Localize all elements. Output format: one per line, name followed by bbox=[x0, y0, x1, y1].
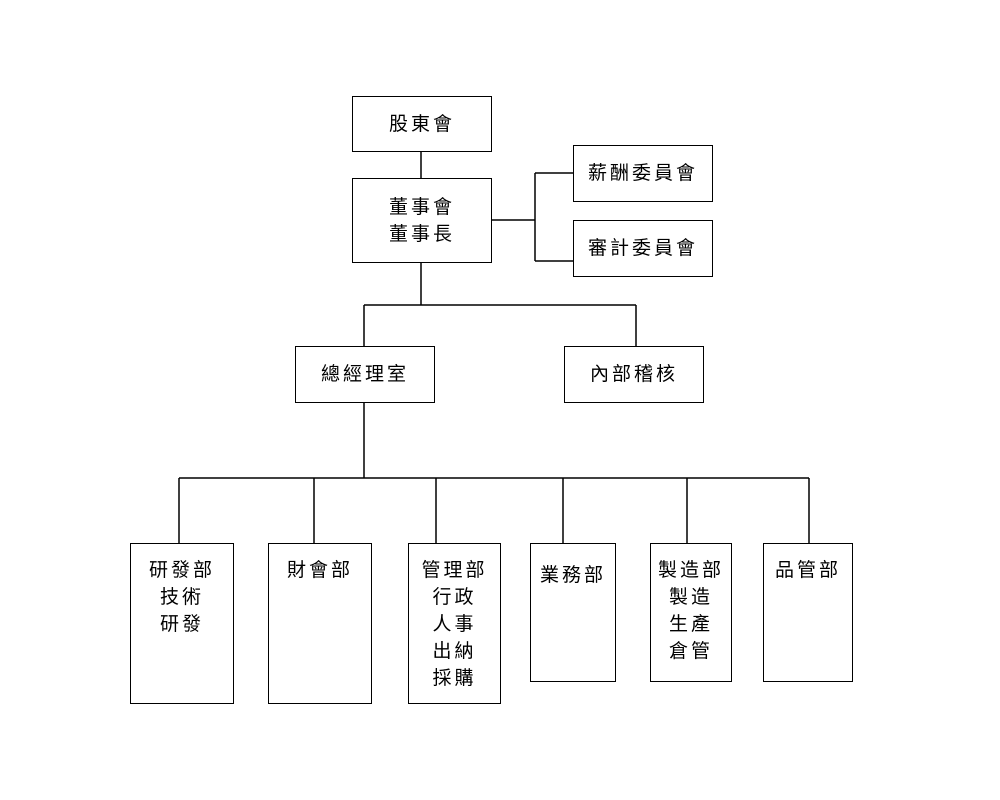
dept-qc-box: 品管部 bbox=[763, 543, 853, 682]
compensation-committee-box: 薪酬委員會 bbox=[573, 145, 713, 202]
compensation-committee-label: 薪酬委員會 bbox=[587, 162, 698, 184]
board-label: 董事會 bbox=[388, 195, 455, 218]
gm-office-box: 總經理室 bbox=[295, 346, 435, 403]
dept-rd-box: 研發部 技術 研發 bbox=[130, 543, 234, 704]
dept-admin-box: 管理部 行政 人事 出納 採購 bbox=[408, 543, 501, 704]
dept-rd-item: 技術 bbox=[159, 586, 204, 608]
audit-committee-box: 審計委員會 bbox=[573, 220, 713, 277]
shareholders-box: 股東會 bbox=[352, 96, 492, 152]
dept-admin-title: 管理部 bbox=[421, 559, 488, 581]
dept-manufacturing-item: 製造 bbox=[668, 586, 713, 608]
shareholders-label: 股東會 bbox=[388, 112, 455, 135]
dept-sales-title: 業務部 bbox=[539, 564, 606, 586]
dept-rd-title: 研發部 bbox=[148, 559, 215, 581]
dept-admin-item: 人事 bbox=[432, 613, 477, 635]
dept-admin-item: 出納 bbox=[432, 640, 477, 662]
audit-committee-label: 審計委員會 bbox=[587, 237, 698, 259]
dept-finance-title: 財會部 bbox=[286, 559, 353, 581]
chairman-label: 董事長 bbox=[388, 222, 455, 245]
board-box: 董事會 董事長 bbox=[352, 178, 492, 263]
dept-admin-item: 採購 bbox=[432, 667, 477, 689]
dept-manufacturing-title: 製造部 bbox=[657, 559, 724, 581]
dept-rd-item: 研發 bbox=[159, 613, 204, 635]
internal-audit-box: 內部稽核 bbox=[564, 346, 704, 403]
dept-admin-item: 行政 bbox=[432, 586, 477, 608]
dept-qc-title: 品管部 bbox=[774, 559, 841, 581]
dept-manufacturing-item: 倉管 bbox=[668, 640, 713, 662]
dept-manufacturing-box: 製造部 製造 生產 倉管 bbox=[650, 543, 732, 682]
internal-audit-label: 內部稽核 bbox=[589, 363, 678, 385]
gm-office-label: 總經理室 bbox=[320, 363, 409, 385]
dept-finance-box: 財會部 bbox=[268, 543, 372, 704]
dept-manufacturing-item: 生產 bbox=[668, 613, 713, 635]
dept-sales-box: 業務部 bbox=[530, 543, 616, 682]
